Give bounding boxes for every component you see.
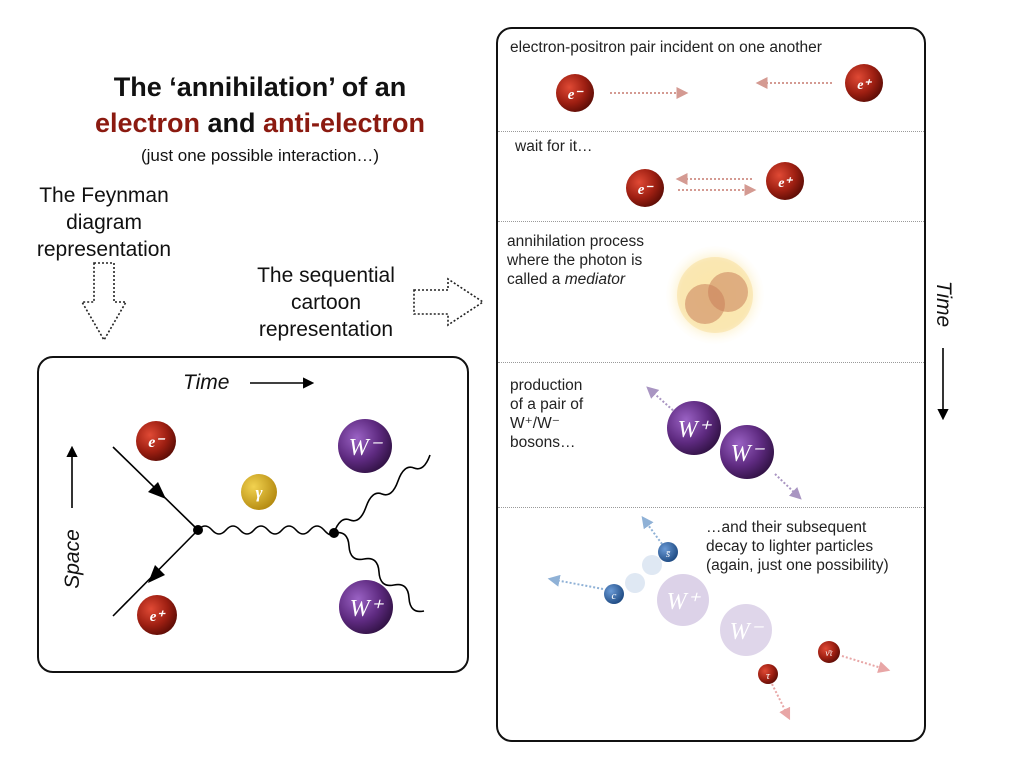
- feynman-label-line2: diagram: [66, 211, 142, 234]
- main-title-line1: The ‘annihilation’ of an: [113, 72, 407, 102]
- positron-direction-arrow: [148, 565, 165, 583]
- faded-quark-trail: [642, 555, 662, 575]
- subtitle: (just one possible interaction…): [140, 146, 380, 165]
- panel3-line3-prefix: called a: [507, 271, 565, 288]
- c-quark: c: [604, 584, 624, 604]
- annihilation-glow: [666, 246, 764, 344]
- photon-ball: γ: [241, 474, 277, 510]
- nu-bar-tau: ν̄τ: [818, 641, 840, 663]
- panel4-line3: W⁺/W⁻: [510, 415, 560, 432]
- hollow-down-arrow-icon: [80, 262, 128, 342]
- panel4-line1: production: [510, 377, 583, 394]
- cartoon-label: The sequential cartoon representation: [236, 262, 416, 343]
- photon-propagator: [197, 525, 335, 536]
- panel3-line2: where the photon is: [507, 252, 643, 269]
- main-title-line2: electron and anti-electron: [40, 108, 480, 139]
- feynman-time-label: Time: [183, 371, 230, 394]
- panel-separator: [498, 362, 924, 363]
- electron-ball: e⁻: [136, 421, 176, 461]
- panel4-line2: of a pair of: [510, 396, 584, 413]
- c-quark-arrow: [547, 574, 604, 590]
- panel1-electron: e⁻: [556, 74, 594, 112]
- feynman-diagram-box: [37, 356, 469, 673]
- panel2-electron: e⁻: [626, 169, 664, 207]
- panel5-line1: …and their subsequent: [706, 519, 867, 536]
- panel1-positron: e⁺: [845, 64, 883, 102]
- hollow-right-arrow-icon: [413, 277, 485, 327]
- cartoon-label-line2: cartoon: [290, 291, 362, 314]
- panel2-positron-symbol: e⁺: [778, 176, 793, 191]
- panel4-line4: bosons…: [510, 434, 576, 451]
- tau-arrow: [771, 683, 791, 721]
- panel4-w-minus-symbol: W⁻: [731, 441, 766, 467]
- panel1-positron-symbol: e⁺: [857, 78, 872, 93]
- faded-w-minus: [720, 604, 772, 656]
- panel1-electron-symbol: e⁻: [568, 87, 585, 103]
- title-anti-electron: anti-electron: [263, 108, 426, 138]
- positron-symbol: e⁺: [150, 609, 167, 625]
- nu-bar-arrow: [841, 655, 891, 673]
- panel2-positron: e⁺: [766, 162, 804, 200]
- cartoon-label-line3: representation: [258, 318, 394, 341]
- panel-separator: [498, 131, 924, 132]
- faded-w-minus-symbol: W⁻: [730, 619, 765, 645]
- panel2-electron-symbol: e⁻: [638, 182, 655, 198]
- w-minus-line: [333, 454, 431, 534]
- title-electron: electron: [94, 108, 200, 138]
- photon-symbol: γ: [255, 483, 263, 502]
- panel4-w-minus: W⁻: [720, 425, 774, 479]
- vertex-right: [329, 528, 339, 538]
- cartoon-panel-box: [496, 27, 926, 742]
- positron-ball: e⁺: [137, 595, 177, 635]
- faded-quark-trail: [625, 573, 645, 593]
- electron-direction-arrow: [148, 482, 166, 499]
- nu-bar-symbol: ν̄τ: [825, 648, 833, 658]
- w-plus-ball: W⁺: [339, 580, 393, 634]
- s-bar-arrow: [641, 516, 663, 545]
- s-bar-quark: s̄: [658, 542, 678, 562]
- panel4-w-plus-symbol: W⁺: [678, 417, 713, 443]
- panel5-line2: decay to lighter particles: [706, 538, 874, 555]
- panel3-text: annihilation process where the photon is…: [507, 232, 644, 289]
- cartoon-label-line1: The sequential: [257, 264, 395, 287]
- electron-symbol: e⁻: [148, 434, 165, 451]
- w-plus-symbol: W⁺: [350, 596, 385, 622]
- faded-w-plus: [657, 574, 709, 626]
- tau-lepton: τ: [758, 664, 778, 684]
- panel4-w-minus-arrow: [774, 473, 802, 500]
- panel4-w-plus-arrow: [646, 386, 677, 414]
- panel3-line3: called a mediator: [507, 270, 644, 289]
- w-plus-line: [333, 531, 425, 613]
- feynman-label-line1: The Feynman: [39, 184, 169, 207]
- panel4-w-plus: W⁺: [667, 401, 721, 455]
- panel3-mediator: mediator: [564, 271, 626, 288]
- feynman-label-line3: representation: [36, 238, 172, 261]
- panel2-text: wait for it…: [515, 138, 593, 155]
- panel5-line3: (again, just one possibility): [706, 557, 889, 574]
- s-bar-symbol: s̄: [666, 548, 671, 560]
- w-minus-ball: W⁻: [338, 419, 392, 473]
- vertex-left: [193, 525, 203, 535]
- feynman-label: The Feynman diagram representation: [18, 182, 190, 263]
- tau-symbol: τ: [766, 670, 771, 682]
- c-symbol: c: [612, 590, 617, 602]
- panel3-line1: annihilation process: [507, 233, 645, 250]
- faded-w-plus-symbol: W⁺: [667, 589, 702, 615]
- w-minus-symbol: W⁻: [349, 435, 384, 461]
- panel1-text: electron-positron pair incident on one a…: [510, 39, 822, 56]
- panel-separator: [498, 221, 924, 222]
- title-and: and: [200, 108, 264, 138]
- panel-separator: [498, 507, 924, 508]
- panel5-text: …and their subsequent decay to lighter p…: [706, 518, 920, 575]
- panel4-text: production of a pair of W⁺/W⁻ bosons…: [510, 376, 583, 452]
